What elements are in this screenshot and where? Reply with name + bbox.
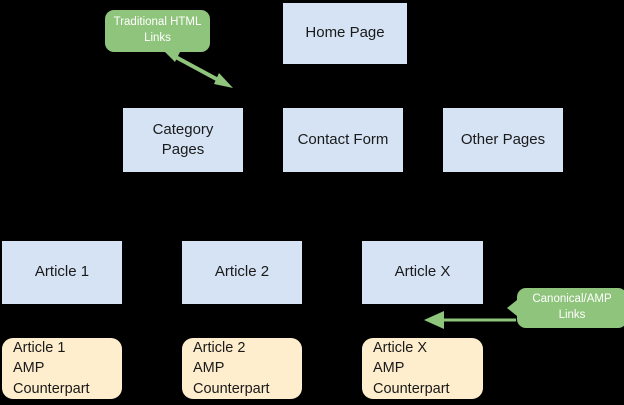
node-home-page[interactable]: Home Page	[283, 3, 407, 64]
node-article-2-amp-counterpart[interactable]: Article 2 AMP Counterpart	[182, 338, 302, 399]
arrow-head-traditional-html-links	[214, 73, 233, 88]
node-contact-form[interactable]: Contact Form	[283, 108, 403, 172]
node-article-2[interactable]: Article 2	[182, 241, 302, 304]
node-category-pages[interactable]: Category Pages	[123, 108, 243, 172]
arrow-line-traditional-html-links	[171, 53, 223, 84]
node-other-pages[interactable]: Other Pages	[443, 108, 563, 172]
callout-traditional-html-links[interactable]: Traditional HTML Links	[105, 10, 210, 52]
node-article-1-amp-counterpart[interactable]: Article 1 AMP Counterpart	[2, 338, 122, 399]
callout-tail-canonical-amp-links	[507, 300, 517, 316]
arrow-head-canonical-amp-links	[424, 311, 444, 329]
node-article-1[interactable]: Article 1	[2, 241, 122, 304]
node-article-x[interactable]: Article X	[362, 241, 483, 304]
callout-canonical-amp-links[interactable]: Canonical/AMP Links	[517, 288, 624, 328]
node-article-x-amp-counterpart[interactable]: Article X AMP Counterpart	[362, 338, 483, 399]
